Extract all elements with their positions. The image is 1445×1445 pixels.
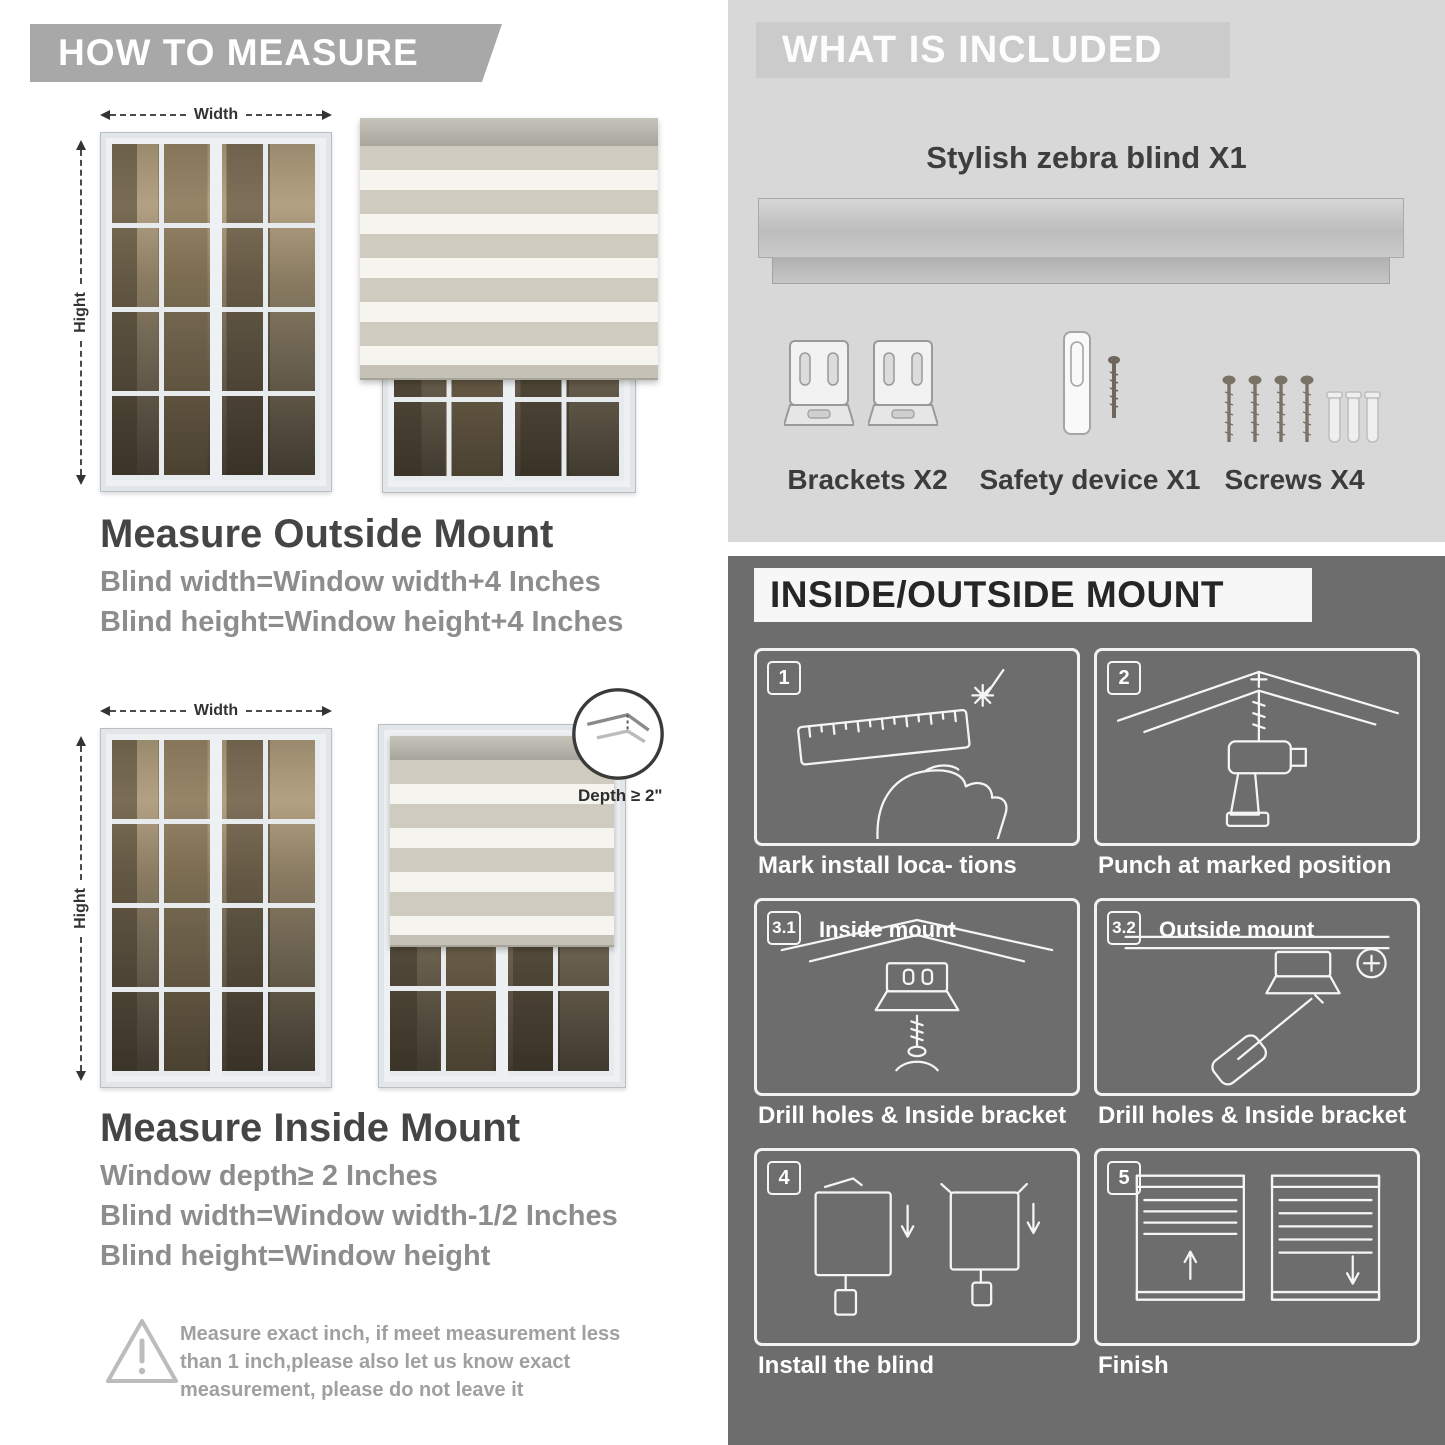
bracket-icon bbox=[784, 340, 854, 426]
blind-stripes bbox=[390, 760, 614, 935]
safety-device-label: Safety device X1 bbox=[979, 464, 1201, 495]
blind-outside-mount-illustration bbox=[360, 118, 658, 493]
arrow-up-icon bbox=[76, 140, 86, 150]
depth-detail-magnifier-icon bbox=[572, 688, 664, 780]
step-badge: 5 bbox=[1107, 1161, 1141, 1195]
outside-spec-height: Blind height=Window height+4 Inches bbox=[100, 606, 624, 638]
measure-note: Measure exact inch, if meet measurement … bbox=[180, 1323, 621, 1401]
step-caption-3-2: Drill holes & Inside bracket bbox=[1098, 1102, 1407, 1129]
step-caption-5: Finish bbox=[1098, 1352, 1169, 1379]
arrow-down-icon bbox=[76, 1071, 86, 1081]
step-panel-1: 1 bbox=[754, 648, 1080, 846]
height-label: Hight bbox=[72, 292, 89, 333]
step-panel-2: 2 bbox=[1094, 648, 1420, 846]
arrow-down-icon bbox=[76, 475, 86, 485]
height-label: Hight bbox=[72, 888, 89, 929]
step-badge: 1 bbox=[767, 661, 801, 695]
blind-bottom-rail bbox=[360, 365, 658, 380]
inside-spec-height: Blind height=Window height bbox=[100, 1240, 491, 1272]
step-caption-2: Punch at marked position bbox=[1098, 852, 1392, 879]
width-label: Width bbox=[193, 106, 239, 123]
inside-outside-mount-banner: INSIDE/OUTSIDE MOUNT bbox=[754, 568, 1312, 622]
outside-spec-width: Blind width=Window width+4 Inches bbox=[100, 566, 601, 598]
blind-headrail-under bbox=[772, 257, 1390, 284]
warning-triangle-icon bbox=[106, 1319, 178, 1383]
arrow-right-icon bbox=[322, 110, 332, 120]
blind-bottom-rail bbox=[390, 934, 614, 947]
window-illustration-outside bbox=[100, 132, 332, 492]
blind-stripes bbox=[360, 146, 658, 365]
step-panel-5: 5 bbox=[1094, 1148, 1420, 1346]
arrow-left-icon bbox=[100, 110, 110, 120]
how-to-measure-banner: HOW TO MEASURE bbox=[30, 24, 502, 82]
mount-section bbox=[728, 556, 1445, 1445]
height-arrow-icon: Hight bbox=[72, 736, 90, 1081]
how-to-measure-title: HOW TO MEASURE bbox=[58, 32, 419, 73]
blind-cassette bbox=[360, 118, 658, 146]
what-is-included-title: WHAT IS INCLUDED bbox=[782, 28, 1163, 71]
safety-device-icon bbox=[1063, 331, 1120, 435]
inside-bracket-illustration-icon bbox=[780, 918, 1054, 1072]
depth-callout-label: Depth ≥ 2" bbox=[578, 786, 663, 805]
outside-bracket-illustration-icon bbox=[1124, 935, 1390, 1086]
step-badge: 3.1 bbox=[767, 911, 801, 945]
step-panel-3-2: 3.2 Outside mount bbox=[1094, 898, 1420, 1096]
step-badge: 2 bbox=[1107, 661, 1141, 695]
step-badge: 3.2 bbox=[1107, 911, 1141, 945]
blind-inside-mount-illustration bbox=[378, 724, 626, 1088]
finish-blinds-illustration-icon bbox=[1135, 1174, 1381, 1301]
width-label: Width bbox=[193, 702, 239, 719]
mark-location-illustration-icon bbox=[797, 668, 1008, 839]
height-arrow-icon: Hight bbox=[72, 140, 90, 485]
what-is-included-banner: WHAT IS INCLUDED bbox=[756, 22, 1230, 78]
step-panel-4: 4 bbox=[754, 1148, 1080, 1346]
drill-illustration-icon bbox=[1116, 670, 1399, 827]
arrow-right-icon bbox=[322, 706, 332, 716]
product-name: Stylish zebra blind X1 bbox=[926, 140, 1247, 175]
inside-spec-depth: Window depth≥ 2 Inches bbox=[100, 1160, 438, 1192]
step-panel-3-1: 3.1 Inside mount bbox=[754, 898, 1080, 1096]
bracket-icon bbox=[868, 340, 938, 426]
arrow-up-icon bbox=[76, 736, 86, 746]
step-caption-4: Install the blind bbox=[758, 1352, 935, 1379]
install-blind-illustration-icon bbox=[814, 1177, 1041, 1316]
screws-label: Screws X4 bbox=[1224, 464, 1365, 495]
step-caption-3-1: Drill holes & Inside bracket bbox=[758, 1102, 1067, 1129]
outside-mount-title: Measure Outside Mount bbox=[100, 512, 554, 556]
arrow-left-icon bbox=[100, 706, 110, 716]
width-arrow-icon: Width bbox=[100, 106, 332, 124]
inside-mount-title: Measure Inside Mount bbox=[100, 1106, 521, 1150]
inside-spec-width: Blind width=Window width-1/2 Inches bbox=[100, 1200, 618, 1232]
brackets-label: Brackets X2 bbox=[787, 464, 948, 495]
window-illustration-inside bbox=[100, 728, 332, 1088]
screws-icon bbox=[1222, 375, 1381, 443]
zebra-blind-illustration bbox=[360, 118, 658, 380]
blind-headrail-illustration bbox=[758, 198, 1404, 258]
step-badge: 4 bbox=[767, 1161, 801, 1195]
width-arrow-icon: Width bbox=[100, 702, 332, 720]
step-caption-1: Mark install loca- tions bbox=[758, 852, 1017, 879]
inside-outside-mount-title: INSIDE/OUTSIDE MOUNT bbox=[770, 574, 1225, 615]
